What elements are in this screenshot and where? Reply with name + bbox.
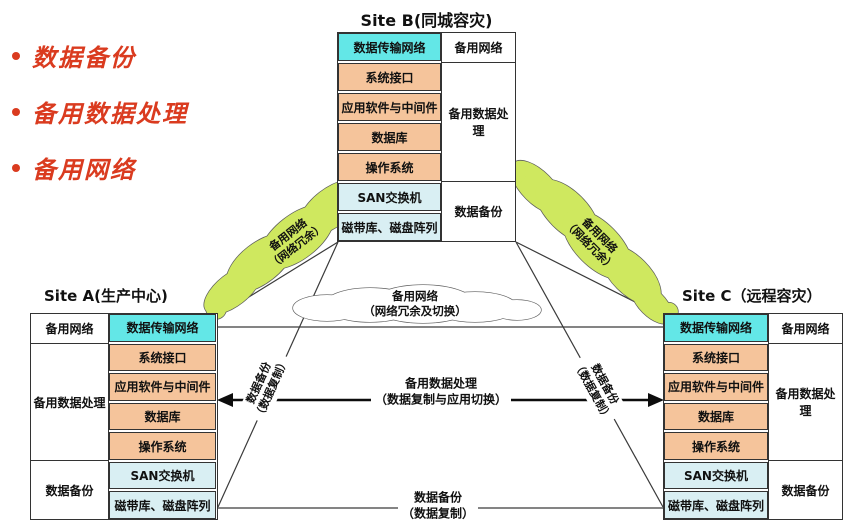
site-b-row-system-interface: 系统接口 — [338, 63, 441, 91]
site-b-stack: 数据传输网络 系统接口 应用软件与中间件 数据库 操作系统 SAN交换机 磁带库… — [338, 33, 441, 241]
site-c-row-tape-disk-array: 磁带库、磁盘阵列 — [664, 491, 768, 520]
site-a-row-san-switch: SAN交换机 — [109, 461, 216, 490]
site-b-title: Site B(同城容灾) — [360, 11, 493, 30]
middle-arrow-label-line2: （数据复制与应用切换） — [374, 392, 508, 406]
bullet-dot-icon — [12, 51, 20, 60]
site-c-table: 数据传输网络 系统接口 应用软件与中间件 数据库 操作系统 SAN交换机 磁带库… — [663, 313, 843, 520]
site-c-row-database: 数据库 — [664, 402, 768, 431]
site-a-row-app-middleware: 应用软件与中间件 — [109, 373, 216, 401]
site-a-row-operating-system: 操作系统 — [109, 432, 216, 460]
bullet-label: 数据备份 — [32, 44, 136, 72]
site-c-title: Site C（远程容灾） — [682, 287, 822, 305]
legend-bullet-list: 数据备份 备用数据处理 备用网络 — [12, 38, 188, 206]
site-c-stack: 数据传输网络 系统接口 应用软件与中间件 数据库 操作系统 SAN交换机 磁带库… — [664, 314, 768, 520]
site-b-row-database: 数据库 — [338, 123, 441, 151]
arrowhead-right — [648, 393, 664, 407]
site-b-side-labels: 备用网络 备用数据处理 数据备份 — [441, 33, 515, 241]
site-c-label-backup-network: 备用网络 — [781, 322, 830, 336]
site-b-row-app-middleware: 应用软件与中间件 — [338, 93, 441, 121]
site-b-row-transmission-network: 数据传输网络 — [338, 33, 441, 61]
site-c-row-san-switch: SAN交换机 — [664, 461, 768, 490]
middle-arrow-label: 备用数据处理 （数据复制与应用切换） — [370, 375, 512, 409]
site-a-stack: 数据传输网络 系统接口 应用软件与中间件 数据库 操作系统 SAN交换机 磁带库… — [109, 314, 216, 520]
site-c-label-backup-processing: 备用数据处理 — [769, 343, 842, 460]
site-a-row-system-interface: 系统接口 — [109, 343, 216, 372]
site-a-label-backup-processing: 备用数据处理 — [31, 343, 108, 460]
bullet-item-backup-network: 备用网络 — [12, 150, 188, 185]
bullet-label: 备用网络 — [32, 156, 136, 184]
site-b-table: 数据传输网络 系统接口 应用软件与中间件 数据库 操作系统 SAN交换机 磁带库… — [337, 32, 516, 242]
site-a-label-data-backup: 数据备份 — [31, 460, 108, 519]
site-a-row-database: 数据库 — [109, 402, 216, 431]
site-a-table: 备用网络 备用数据处理 数据备份 数据传输网络 系统接口 应用软件与中间件 数据… — [30, 313, 218, 520]
site-b-label-backup-processing: 备用数据处理 — [442, 62, 515, 181]
bottom-line-label-line2: （数据复制） — [401, 506, 475, 520]
site-b-label-data-backup: 数据备份 — [442, 181, 515, 241]
site-a-side-labels: 备用网络 备用数据处理 数据备份 — [31, 314, 109, 519]
site-b-label-backup-network: 备用网络 — [454, 41, 503, 56]
site-b-row-san-switch: SAN交换机 — [338, 183, 441, 211]
site-a-row-transmission-network: 数据传输网络 — [109, 314, 216, 342]
center-cloud-label-line1: 备用网络 — [392, 289, 438, 304]
site-c-row-transmission-network: 数据传输网络 — [664, 314, 768, 342]
site-c-row-app-middleware: 应用软件与中间件 — [664, 373, 768, 401]
center-cloud-label-line2: （网络冗余及切换） — [363, 304, 467, 318]
site-b-row-operating-system: 操作系统 — [338, 153, 441, 181]
site-a-label-backup-network: 备用网络 — [45, 322, 94, 336]
bullet-item-backup-processing: 备用数据处理 — [12, 94, 188, 129]
site-a-row-tape-disk-array: 磁带库、磁盘阵列 — [109, 491, 216, 520]
site-c-label-data-backup: 数据备份 — [769, 460, 842, 519]
bottom-line-label-line1: 数据备份 — [413, 490, 463, 505]
bullet-dot-icon — [12, 107, 20, 116]
site-a-title: Site A(生产中心) — [44, 287, 168, 305]
center-cloud-label: 备用网络 （网络冗余及切换） — [363, 289, 467, 319]
arrowhead-left — [217, 393, 233, 407]
site-b-row-tape-disk-array: 磁带库、磁盘阵列 — [338, 213, 441, 241]
bullet-item-data-backup: 数据备份 — [12, 38, 188, 73]
site-c-row-operating-system: 操作系统 — [664, 432, 768, 460]
bullet-label: 备用数据处理 — [32, 100, 188, 128]
site-c-row-system-interface: 系统接口 — [664, 343, 768, 372]
bottom-line-label: 数据备份 （数据复制） — [397, 489, 479, 523]
bullet-dot-icon — [12, 163, 20, 172]
middle-arrow-label-line1: 备用数据处理 — [404, 376, 478, 391]
site-c-side-labels: 备用网络 备用数据处理 数据备份 — [768, 314, 842, 519]
